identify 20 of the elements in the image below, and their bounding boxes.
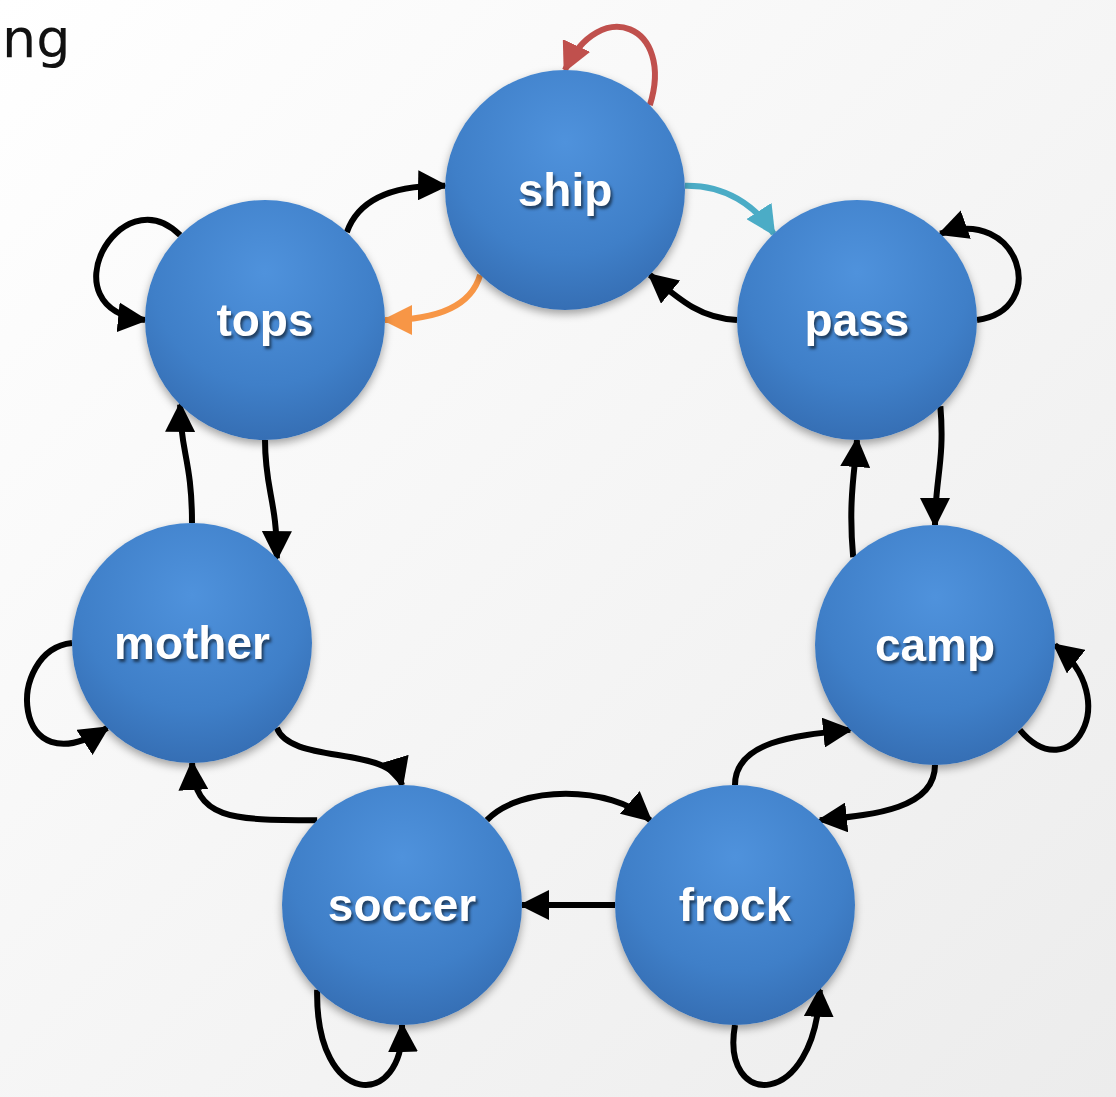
self-loop-arrow: [1017, 642, 1091, 753]
self-loop-arrow: [24, 640, 110, 754]
arrow: [684, 182, 777, 237]
arrow: [647, 272, 738, 323]
node-label: soccer: [327, 878, 477, 932]
arrow: [839, 437, 870, 558]
self-loop-arrow: [562, 24, 658, 106]
arrow: [920, 406, 951, 528]
node-label: frock: [678, 878, 792, 932]
self-loop-arrow: [93, 217, 182, 329]
node-label: ship: [517, 163, 613, 217]
self-loop-arrow: [314, 989, 416, 1088]
node-label: tops: [216, 293, 314, 347]
arrow: [484, 790, 653, 823]
node-label: mother: [114, 616, 270, 670]
title-fragment: ng: [2, 7, 71, 70]
self-loop-arrow: [937, 212, 1022, 323]
node-label: pass: [804, 293, 910, 347]
node-label: camp: [874, 618, 996, 672]
arrow: [180, 760, 318, 824]
